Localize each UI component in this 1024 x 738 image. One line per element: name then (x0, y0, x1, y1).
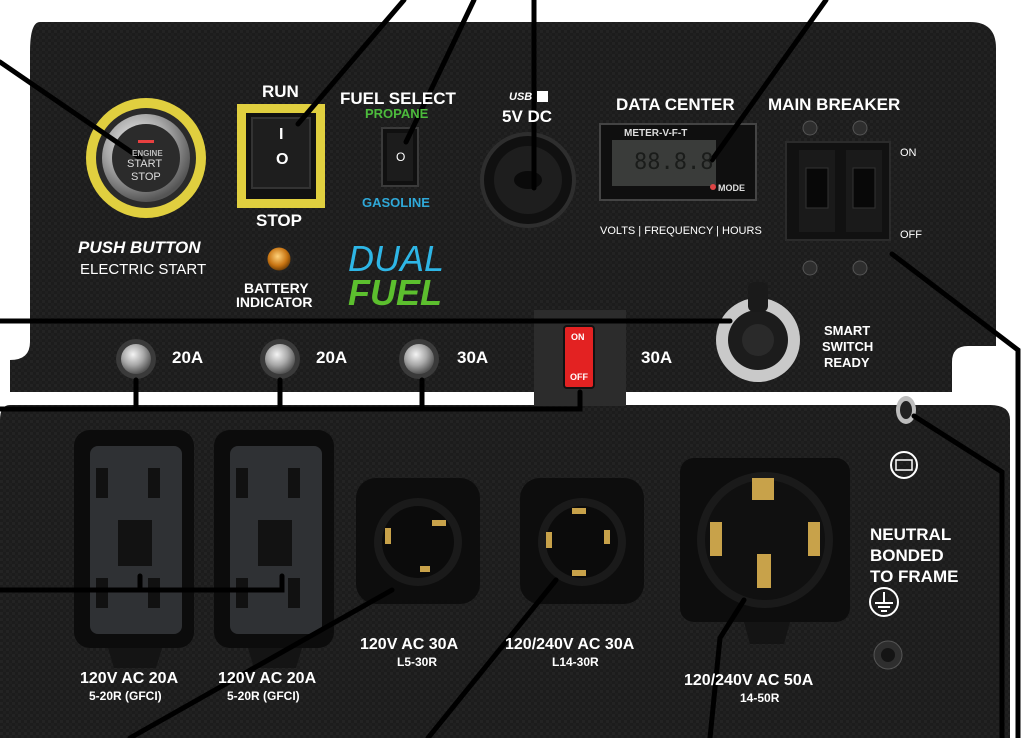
breaker-button-2[interactable] (260, 339, 300, 379)
ground-icon (869, 587, 899, 617)
smart-switch-line3: READY (824, 355, 870, 370)
usb-port[interactable] (480, 132, 576, 228)
breaker-button-1[interactable] (116, 339, 156, 379)
breaker-1-rating: 20A (172, 348, 204, 367)
meter-readout-label: VOLTS | FREQUENCY | HOURS (600, 225, 762, 237)
dual-fuel-logo-fuel: FUEL (348, 272, 442, 313)
charge-port[interactable] (896, 396, 916, 424)
dual-fuel-logo-dual: DUAL (348, 238, 445, 279)
outlet-1-type: 5-20R (GFCI) (89, 689, 162, 703)
outlet-5-rating: 120/240V AC 50A (684, 672, 814, 689)
data-center-title: DATA CENTER (616, 95, 735, 114)
run-off-mark: O (276, 151, 289, 168)
neutral-bonded-line1: NEUTRAL (870, 525, 952, 544)
outlet-3-rating: 120V AC 30A (360, 636, 459, 653)
mode-label: MODE (718, 183, 745, 193)
battery-icon (890, 451, 918, 479)
engine-led-icon (138, 140, 154, 143)
engine-start-button[interactable] (86, 98, 206, 218)
run-label: RUN (262, 82, 299, 101)
fuel-select-mark: O (396, 150, 406, 164)
gasoline-label: GASOLINE (362, 195, 430, 210)
breaker-3-rating: 30A (457, 348, 489, 367)
screw-icon (802, 260, 818, 276)
rocker-on-label: ON (571, 332, 585, 342)
neutral-bonded-line3: TO FRAME (870, 567, 959, 586)
outlet-4-type: L14-30R (552, 655, 599, 669)
engine-stop-label: STOP (131, 171, 161, 183)
neutral-bonded-line2: BONDED (870, 546, 944, 565)
screw-icon (852, 120, 868, 136)
push-button-title: PUSH BUTTON (78, 238, 201, 257)
smart-switch-line1: SMART (824, 323, 871, 338)
breaker-on-label: ON (900, 147, 917, 159)
main-breaker[interactable] (785, 141, 891, 241)
fuel-select-switch[interactable] (381, 127, 419, 187)
battery-indicator-line1: BATTERY (244, 280, 309, 296)
run-on-mark: I (279, 126, 284, 143)
smart-switch-port[interactable] (716, 282, 800, 382)
screw-icon (802, 120, 818, 136)
usb-logo: USB (509, 91, 533, 103)
ground-terminal[interactable] (873, 640, 903, 670)
outlet-gfci-1[interactable] (74, 430, 194, 668)
run-stop-switch[interactable] (237, 104, 325, 208)
usb-plug-icon (537, 91, 548, 102)
outlet-5-type: 14-50R (740, 691, 780, 705)
outlet-1-rating: 120V AC 20A (80, 670, 179, 687)
smart-switch-line2: SWITCH (822, 339, 874, 354)
mode-button[interactable] (710, 184, 716, 190)
propane-label: PROPANE (365, 106, 429, 121)
meter-brand: METER-V-F-T (624, 128, 688, 139)
breaker-button-3[interactable] (399, 339, 439, 379)
red-rocker-switch[interactable] (563, 325, 595, 389)
breaker-4-rating: 30A (641, 348, 673, 367)
main-breaker-title: MAIN BREAKER (768, 95, 901, 114)
battery-indicator-led (264, 244, 294, 274)
breaker-off-label: OFF (900, 229, 922, 241)
meter-display: 88.8.8 (634, 150, 714, 175)
push-button-subtitle: ELECTRIC START (80, 261, 207, 278)
outlet-14-50r[interactable] (680, 458, 850, 644)
outlet-l5-30r[interactable] (356, 478, 480, 604)
outlet-2-rating: 120V AC 20A (218, 670, 317, 687)
usb-voltage-label: 5V DC (502, 107, 553, 126)
battery-indicator-line2: INDICATOR (236, 294, 313, 310)
screw-icon (852, 260, 868, 276)
breaker-2-rating: 20A (316, 348, 348, 367)
stop-label: STOP (256, 211, 302, 230)
outlet-l14-30r[interactable] (520, 478, 644, 604)
engine-label: ENGINE (132, 149, 163, 158)
outlet-2-type: 5-20R (GFCI) (227, 689, 300, 703)
fuel-select-title: FUEL SELECT (340, 89, 456, 108)
rocker-off-label: OFF (570, 372, 588, 382)
outlet-3-type: L5-30R (397, 655, 438, 669)
engine-start-label: START (127, 158, 163, 170)
outlet-4-rating: 120/240V AC 30A (505, 636, 635, 653)
